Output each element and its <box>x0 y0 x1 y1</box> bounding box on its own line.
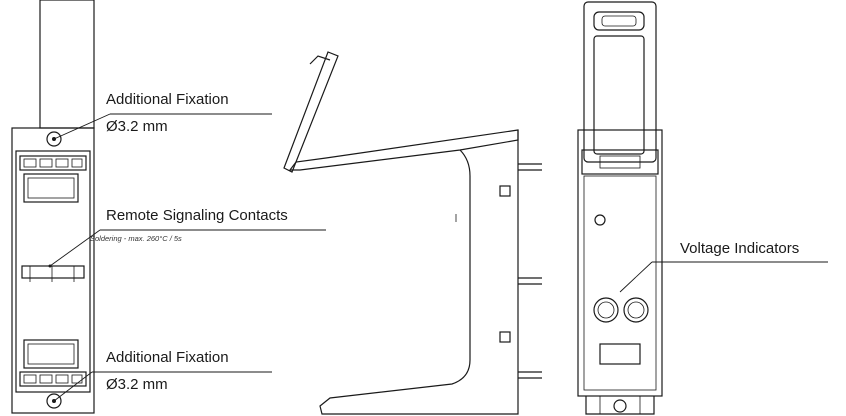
front-window-top <box>23 173 79 203</box>
open-foot <box>585 396 655 415</box>
front-handle <box>39 0 95 129</box>
side-view <box>283 51 542 415</box>
fixation-top-dimension: Ø3.2 mm <box>106 118 168 135</box>
voltage-indicator-left <box>593 297 619 323</box>
side-top-flange <box>288 129 519 171</box>
fixation-hole-bottom <box>46 393 62 409</box>
open-hinge <box>581 149 659 175</box>
front-window-bottom <box>23 339 79 369</box>
side-clip-bottom <box>499 331 511 343</box>
front-view <box>11 0 95 414</box>
remote-signaling-note: Soldering - max. 260°C / 5s <box>90 234 182 243</box>
remote-signaling-title: Remote Signaling Contacts <box>106 207 288 224</box>
side-clip-top <box>499 185 511 197</box>
voltage-indicator-right <box>623 297 649 323</box>
open-window-bottom <box>599 343 641 365</box>
leader-lines <box>49 113 828 402</box>
open-screw <box>594 214 606 226</box>
voltage-indicators-title: Voltage Indicators <box>680 240 800 257</box>
open-body <box>577 129 663 397</box>
side-body-outline <box>319 130 519 415</box>
front-contact-strip <box>21 265 85 279</box>
front-inner-frame <box>15 150 91 393</box>
fixation-bottom-dimension: Ø3.2 mm <box>106 376 168 393</box>
open-view <box>577 1 663 415</box>
fixation-bottom-title: Additional Fixation <box>106 349 229 366</box>
fixation-top-title: Additional Fixation <box>106 91 229 108</box>
fixation-hole-top <box>46 131 62 147</box>
front-body <box>11 127 95 414</box>
side-cover <box>283 51 339 173</box>
open-cover <box>583 1 657 163</box>
